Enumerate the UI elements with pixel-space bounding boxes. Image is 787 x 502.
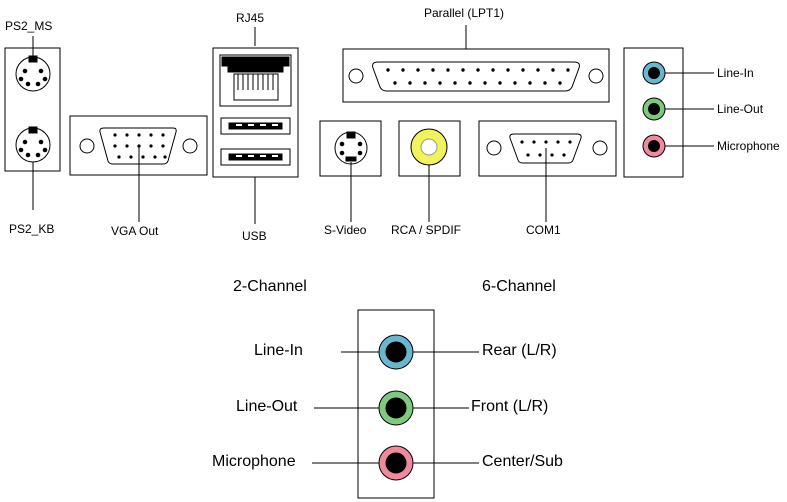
six-ch-rear-label: Rear (L/R) [482, 342, 557, 359]
two-channel-heading: 2-Channel [233, 278, 307, 295]
parallel-pin [536, 68, 540, 72]
parallel-label: Parallel (LPT1) [424, 6, 505, 20]
parallel-pin [521, 68, 525, 72]
parallel-pin [551, 68, 555, 72]
six-ch-center-sub-label: Center/Sub [482, 453, 563, 470]
usb-port-1 [220, 117, 291, 135]
parallel-pin [483, 81, 487, 85]
line-out-jack-top [642, 97, 666, 121]
vga-out-label: VGA Out [111, 224, 159, 238]
parallel-pin [543, 81, 547, 85]
parallel-pin [393, 81, 397, 85]
six-channel-heading: 6-Channel [482, 278, 556, 295]
two-ch-line-out-label: Line-Out [236, 398, 298, 415]
parallel-pin [438, 81, 442, 85]
parallel-pin [491, 68, 495, 72]
parallel-pin [453, 81, 457, 85]
line-in-jack-bottom [378, 334, 414, 370]
parallel-port-block [342, 48, 610, 103]
ps2-kb-label: PS2_KB [9, 222, 55, 236]
parallel-port [348, 61, 604, 92]
parallel-pin [476, 68, 480, 72]
ps2-ms-label: PS2_MS [5, 19, 53, 33]
com1-label: COM1 [526, 223, 561, 237]
vga-port [79, 127, 198, 165]
parallel-pin [528, 81, 532, 85]
parallel-pin [431, 68, 435, 72]
rj45-label: RJ45 [236, 11, 265, 25]
line-out-label-top: Line-Out [717, 102, 764, 116]
ps2-keyboard-port [15, 126, 51, 163]
parallel-pin [566, 68, 570, 72]
parallel-pin [498, 81, 502, 85]
line-out-jack-bottom [378, 390, 414, 426]
two-ch-line-in-label: Line-In [254, 342, 303, 359]
rca-spdif-label: RCA / SPDIF [391, 223, 462, 237]
line-in-jack-top [642, 61, 666, 85]
rca-spdif-jack [410, 128, 448, 166]
parallel-pin [416, 68, 420, 72]
com1-block [478, 120, 617, 177]
two-ch-microphone-label: Microphone [212, 453, 296, 470]
s-video-label: S-Video [324, 223, 367, 237]
line-in-label-top: Line-In [717, 66, 754, 80]
rj45-port [219, 54, 292, 107]
microphone-jack-top [642, 134, 666, 158]
parallel-pin [513, 81, 517, 85]
parallel-pin [558, 81, 562, 85]
parallel-pin [461, 68, 465, 72]
microphone-label-top: Microphone [717, 139, 780, 153]
parallel-pin [423, 81, 427, 85]
ps2-port-block [4, 47, 61, 172]
microphone-jack-bottom [378, 445, 414, 481]
parallel-pin [468, 81, 472, 85]
parallel-pin [446, 68, 450, 72]
six-ch-front-label: Front (L/R) [471, 398, 549, 415]
com1-port [486, 133, 608, 164]
parallel-pin [408, 81, 412, 85]
parallel-pin [401, 68, 405, 72]
parallel-pin [386, 68, 390, 72]
usb-label: USB [242, 229, 267, 243]
usb-port-2 [220, 148, 291, 166]
parallel-pin [506, 68, 510, 72]
